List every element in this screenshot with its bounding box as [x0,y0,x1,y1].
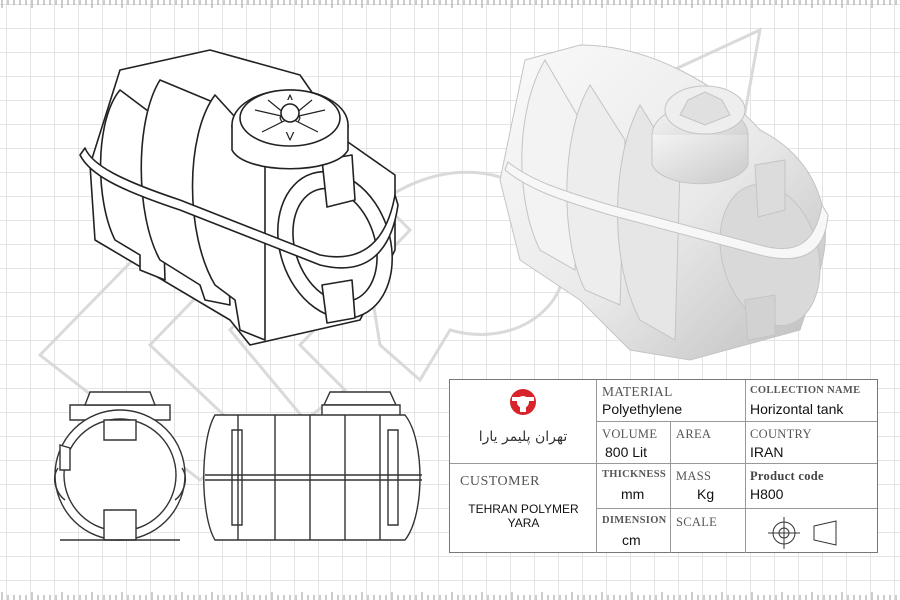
mass-cell: MASS Kg [671,464,746,509]
area-label: AREA [676,427,712,441]
collection-value: Horizontal tank [750,401,844,417]
customer-value: TEHRAN POLYMER YARA [450,502,597,530]
scale-label: SCALE [676,515,718,529]
logo-cell: تهران پلیمر یارا [450,380,597,464]
collection-cell: COLLECTION NAME Horizontal tank [746,380,877,422]
customer-label: CUSTOMER [460,474,540,489]
customer-value-line2: YARA [507,516,540,530]
title-block: تهران پلیمر یارا CUSTOMER TEHRAN POLYMER… [449,379,878,553]
customer-cell: CUSTOMER TEHRAN POLYMER YARA [450,464,597,553]
projection-symbol-cell [746,509,877,553]
dimension-cell: DIMENSION cm [597,509,671,553]
product-code-label: Product code [750,469,824,483]
bottom-ruler [1,592,897,600]
volume-label: VOLUME [602,427,658,441]
mass-label: MASS [676,469,712,483]
collection-label: COLLECTION NAME [750,385,861,396]
front-view [54,391,186,541]
country-value: IRAN [750,444,784,460]
material-cell: MATERIAL Polyethylene [597,380,746,422]
dimension-value: cm [622,532,641,548]
volume-cell: VOLUME 800 Lit [597,422,671,464]
customer-value-line1: TEHRAN POLYMER [468,502,579,516]
rendered-3d-tank [499,44,829,361]
first-angle-projection-icon [768,517,837,549]
material-value: Polyethylene [602,401,683,417]
volume-value: 800 Lit [605,444,648,460]
country-label: COUNTRY [750,427,812,441]
scale-cell: SCALE [671,509,746,553]
thickness-label: THICKNESS [602,469,666,480]
logo-wordmark: تهران پلیمر یارا [479,429,568,445]
thickness-value: mm [621,486,645,502]
product-code-cell: Product code H800 [746,464,877,509]
material-label: MATERIAL [602,384,673,399]
thickness-cell: THICKNESS mm [597,464,671,509]
side-view [203,391,422,541]
dimension-label: DIMENSION [602,515,667,526]
top-ruler [1,0,897,8]
isometric-line-drawing [79,49,399,346]
country-cell: COUNTRY IRAN [746,422,877,464]
company-logo: تهران پلیمر یارا [479,389,568,445]
mass-value: Kg [697,486,715,502]
product-code-value: H800 [750,486,784,502]
area-cell: AREA [671,422,746,464]
